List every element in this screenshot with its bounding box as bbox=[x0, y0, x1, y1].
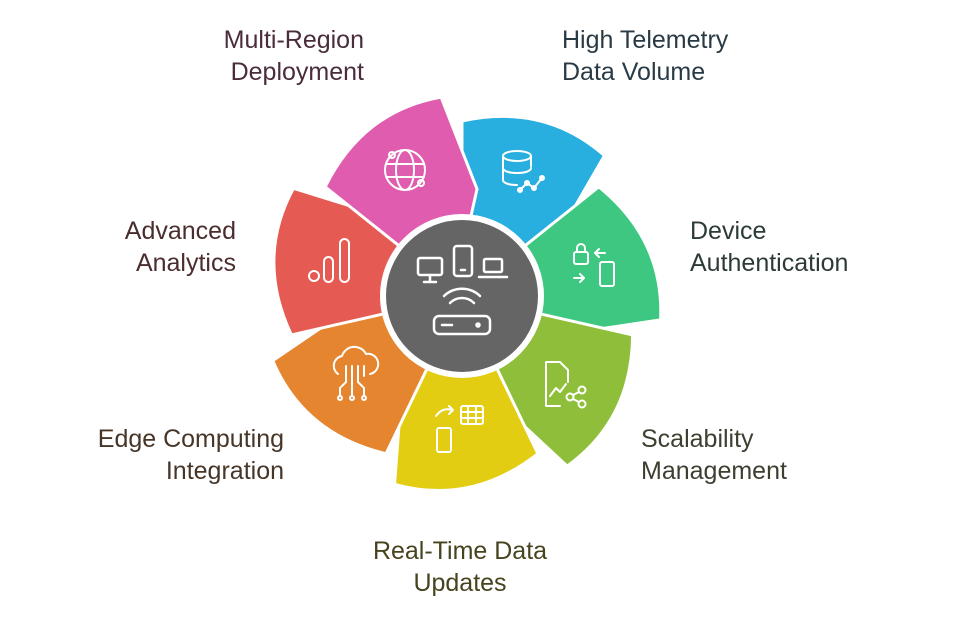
database-analytics-icon bbox=[502, 150, 545, 193]
devices-router-icon bbox=[416, 244, 509, 336]
cloud-circuit-icon bbox=[332, 345, 380, 401]
phone-table-sync-icon bbox=[435, 405, 484, 453]
chart-share-icon bbox=[545, 361, 587, 409]
globe-network-icon bbox=[384, 149, 426, 191]
central-hub bbox=[380, 214, 544, 378]
lock-phone-sync-icon bbox=[573, 243, 615, 287]
bar-chart-icon bbox=[308, 238, 350, 283]
